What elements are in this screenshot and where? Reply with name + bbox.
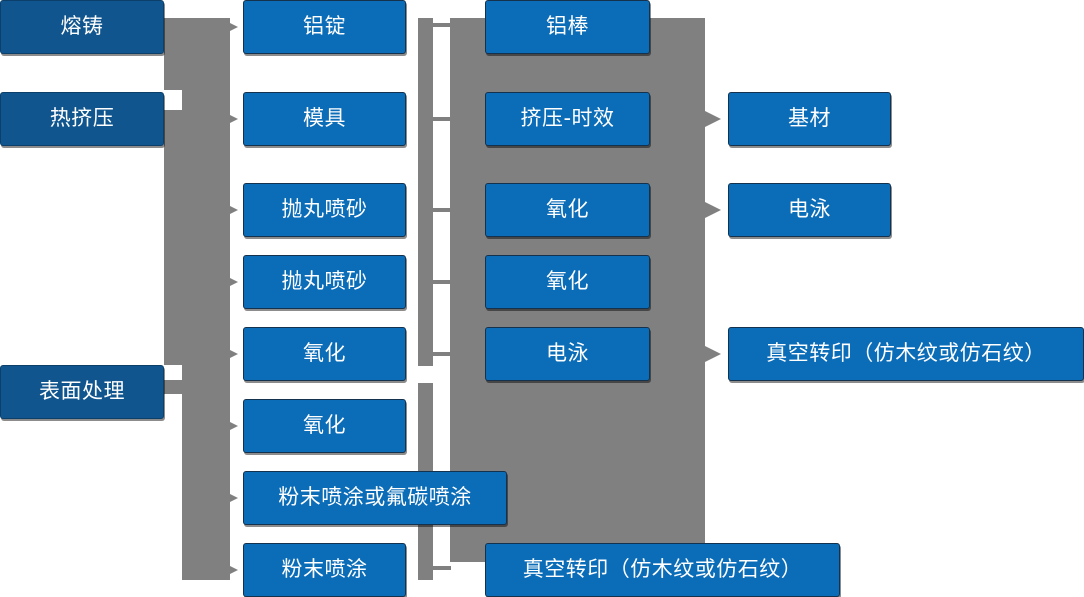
process-box-shot-blasting-2[interactable]: 抛丸喷砂: [243, 255, 406, 309]
result-label: 真空转印（仿木纹或仿石纹）: [766, 341, 1046, 366]
process-label: 铝棒: [546, 14, 589, 39]
process-label: 氧化: [303, 413, 346, 438]
surface-treatment-stub: [164, 380, 230, 394]
process-box-oxidation-1[interactable]: 氧化: [243, 327, 406, 381]
spine-arrow-to-hot-extrusion: [164, 74, 182, 90]
result-label: 电泳: [788, 197, 831, 222]
result-label: 基材: [788, 106, 831, 131]
stage-box-melting-casting[interactable]: 熔铸: [0, 0, 164, 54]
process-label: 氧化: [546, 197, 589, 222]
bracket-tick-1: [433, 23, 451, 27]
bracket-tick-4: [433, 280, 451, 284]
process-box-shot-blasting-1[interactable]: 抛丸喷砂: [243, 183, 406, 237]
process-label: 铝锭: [303, 14, 346, 39]
result-box-vacuum-transfer-printing[interactable]: 真空转印（仿木纹或仿石纹）: [728, 327, 1084, 381]
arrow-to-col2-3: [222, 202, 238, 218]
spine-arrow-to-surface-treatment: [164, 349, 182, 365]
result-box-base-material[interactable]: 基材: [728, 92, 891, 146]
process-box-oxidation-2[interactable]: 氧化: [243, 399, 406, 453]
arrow-to-col2-1: [222, 19, 238, 35]
process-label: 粉末喷涂或氟碳喷涂: [278, 485, 472, 510]
stage-label: 熔铸: [60, 14, 104, 39]
process-label: 粉末喷涂: [281, 557, 368, 582]
process-label: 抛丸喷砂: [281, 269, 368, 294]
arrow-to-col2-7: [222, 490, 238, 506]
bracket-spine-upper: [418, 18, 433, 366]
arrow-to-col2-6: [222, 418, 238, 434]
arrow-to-col4-1: [705, 111, 721, 127]
fan-out-body: [182, 18, 230, 580]
spine-segment-middle: [164, 110, 182, 365]
stage-box-surface-treatment[interactable]: 表面处理: [0, 365, 164, 419]
process-label: 真空转印（仿木纹或仿石纹）: [522, 557, 803, 582]
process-box-aluminium-bar[interactable]: 铝棒: [485, 0, 650, 54]
bracket-tick-2: [433, 117, 451, 121]
arrow-to-col4-3: [705, 346, 721, 362]
process-box-powder-coating[interactable]: 粉末喷涂: [243, 543, 406, 597]
stage-box-hot-extrusion[interactable]: 热挤压: [0, 92, 164, 146]
process-label: 电泳: [546, 341, 589, 366]
process-box-oxidation-3[interactable]: 氧化: [485, 183, 650, 237]
arrow-to-col2-4: [222, 274, 238, 290]
stage-label: 表面处理: [39, 379, 125, 404]
process-box-aluminium-ingot[interactable]: 铝锭: [243, 0, 406, 54]
process-box-extrusion-aging[interactable]: 挤压-时效: [485, 92, 650, 146]
arrow-to-col4-2: [705, 202, 721, 218]
arrow-to-col2-5: [222, 346, 238, 362]
process-label: 挤压-时效: [520, 106, 615, 131]
result-box-electrophoresis[interactable]: 电泳: [728, 183, 891, 237]
process-box-oxidation-4[interactable]: 氧化: [485, 255, 650, 309]
bracket-tick-5: [433, 352, 451, 356]
process-label: 模具: [303, 106, 346, 131]
process-box-vacuum-transfer-printing-bottom[interactable]: 真空转印（仿木纹或仿石纹）: [485, 543, 840, 597]
arrow-to-col2-8: [222, 562, 238, 578]
spine-segment-top: [164, 18, 182, 90]
process-box-powder-or-fluorocarbon-coating[interactable]: 粉末喷涂或氟碳喷涂: [243, 471, 507, 525]
bracket-tick-3: [433, 208, 451, 212]
arrow-to-col2-2: [222, 111, 238, 127]
process-label: 氧化: [546, 269, 589, 294]
process-label: 氧化: [303, 341, 346, 366]
bracket-tick-6: [433, 566, 451, 570]
process-box-mold[interactable]: 模具: [243, 92, 406, 146]
process-label: 抛丸喷砂: [281, 197, 368, 222]
stage-label: 热挤压: [49, 106, 115, 131]
process-box-electrophoresis-1[interactable]: 电泳: [485, 327, 650, 381]
